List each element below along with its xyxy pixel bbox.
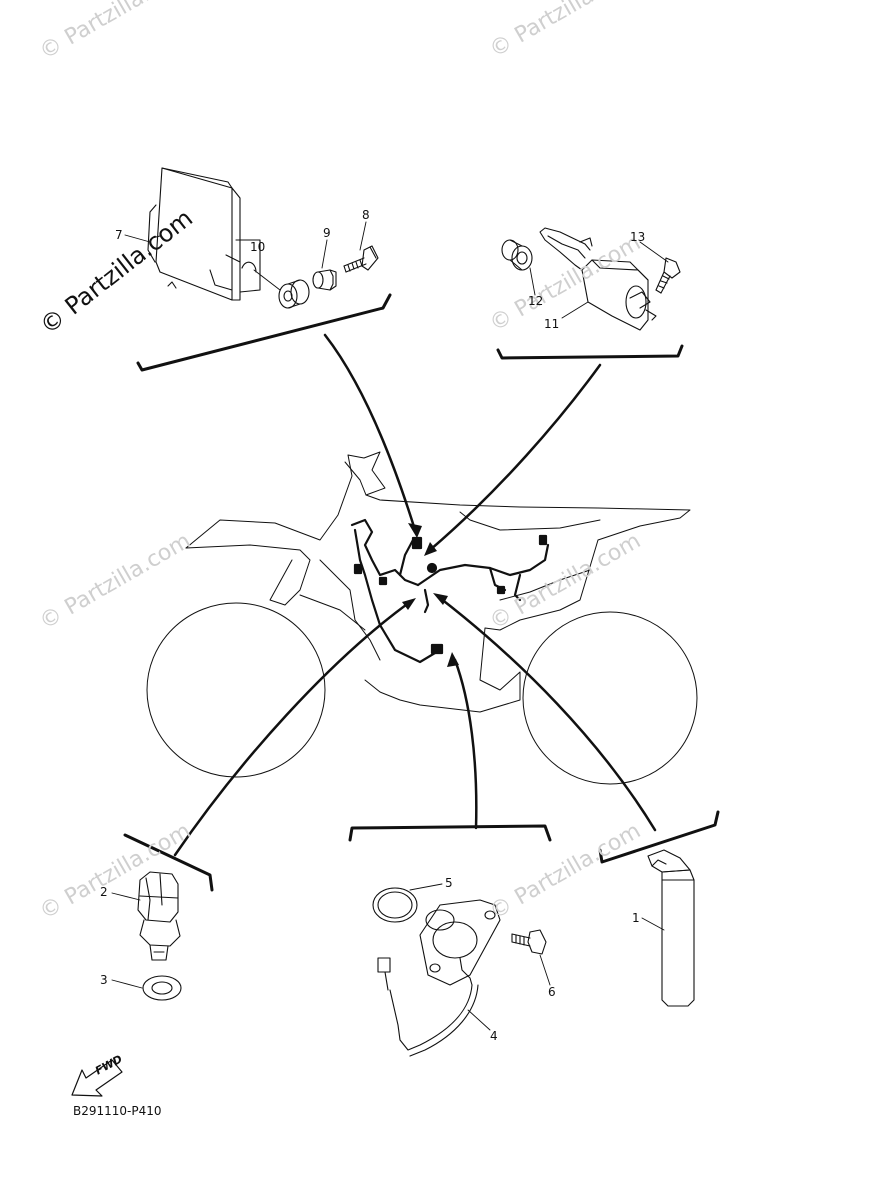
spark-plug-cap-part-1 (647, 849, 695, 1007)
cdi-unit-part-7 (147, 167, 261, 301)
callout-7: 7 (115, 228, 123, 242)
callout-6: 6 (548, 985, 556, 999)
callout-12: 12 (528, 294, 544, 308)
callout-8: 8 (362, 208, 370, 222)
callout-2: 2 (100, 885, 108, 899)
bolt-part-13 (655, 257, 681, 294)
arrow-heads (402, 523, 459, 667)
thermo-switch-part-2 (137, 871, 181, 961)
bracket-bars (123, 293, 720, 892)
wire-harness (350, 518, 550, 664)
callout-leaders (111, 221, 669, 1031)
callout-5: 5 (445, 876, 453, 890)
ignition-coil-part-11 (539, 227, 657, 331)
bolt-part-8 (343, 245, 379, 273)
leader-arrows (173, 333, 657, 857)
motorcycle-outline (146, 451, 698, 785)
callout-3: 3 (100, 973, 108, 987)
callout-9: 9 (323, 226, 331, 240)
callout-13: 13 (630, 230, 646, 244)
callout-4: 4 (490, 1029, 498, 1043)
gasket-part-3 (142, 975, 182, 1001)
callout-11: 11 (544, 317, 560, 331)
fwd-arrow (71, 1059, 123, 1097)
neutral-switch-part-4 (377, 899, 501, 1057)
collar-part-10 (278, 279, 310, 309)
bolt-part-6 (511, 929, 547, 955)
collar-part-9 (312, 269, 337, 291)
o-ring-part-5 (372, 887, 418, 923)
callout-1: 1 (632, 911, 640, 925)
cap-part-12 (501, 239, 533, 271)
callout-10: 10 (250, 240, 266, 254)
diagram-code: B291110-P410 (73, 1104, 162, 1118)
